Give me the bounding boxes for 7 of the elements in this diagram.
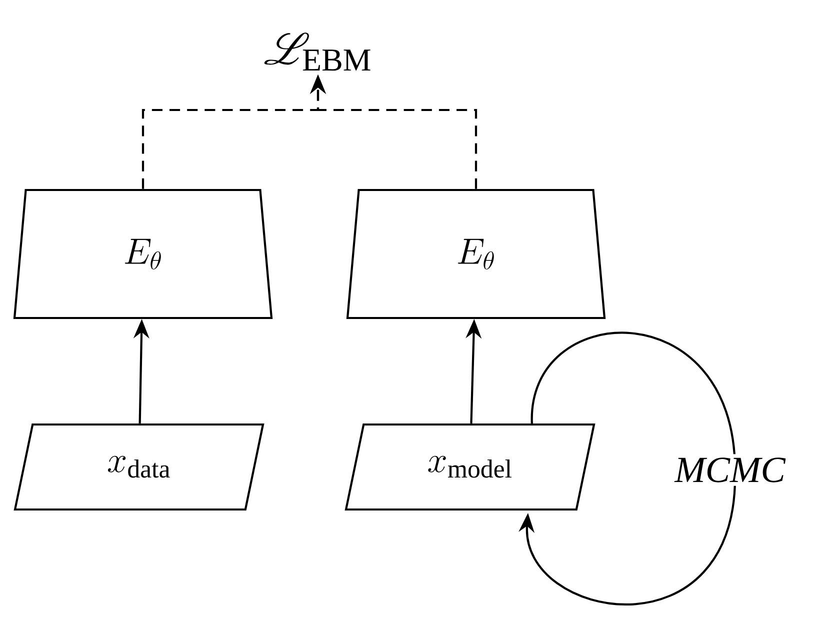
- encoder-trapezoid: $E_\theta$: [346, 188, 606, 320]
- edge-label: MCMC: [671, 454, 789, 486]
- loss-label: $\mathscr{L}_{\text{EBM}}$: [264, 32, 370, 71]
- encoder-trapezoid: $E_\theta$: [13, 188, 273, 320]
- input-parallelogram: $x_{\text{model}}$: [344, 423, 596, 511]
- loop-arrow: [518, 332, 736, 606]
- input-parallelogram: $x_{\text{data}}$: [14, 423, 264, 511]
